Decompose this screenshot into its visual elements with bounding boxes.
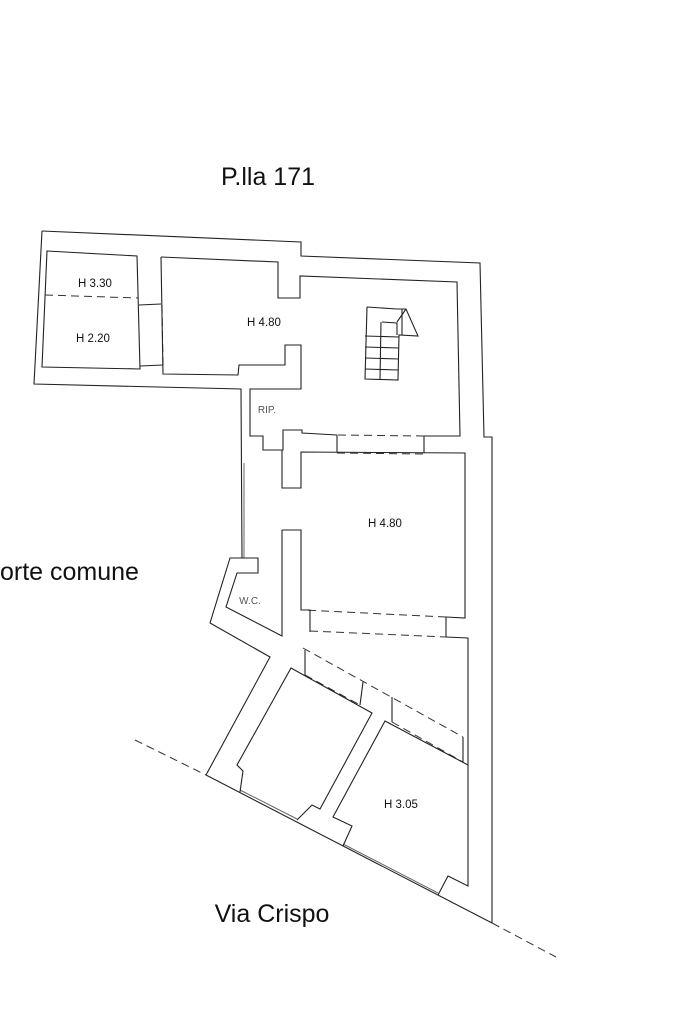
room-height-label: H 4.80 — [247, 317, 281, 329]
wc-label: W.C. — [239, 596, 261, 607]
room-wc — [225, 530, 283, 637]
street-axis-left — [134, 739, 207, 776]
room-height-label: H 4.80 — [368, 518, 402, 530]
room-front-left — [236, 667, 373, 821]
staircase-icon — [364, 306, 419, 381]
room-lower — [281, 450, 466, 619]
street-label: Via Crispo — [215, 900, 330, 928]
room-upper — [160, 256, 461, 437]
window — [342, 843, 439, 894]
room-storage — [41, 250, 141, 370]
height-divider — [44, 294, 139, 299]
rip-label: RIP. — [258, 405, 276, 416]
room-height-label: H 2.20 — [76, 333, 110, 345]
parcel-label: P.lla 171 — [221, 163, 315, 191]
courtyard-label: orte comune — [0, 558, 139, 586]
room-front-right — [332, 720, 469, 847]
street-axis-right — [491, 922, 557, 958]
outer-wall-left — [33, 230, 271, 776]
room-height-label: H 3.05 — [384, 799, 418, 811]
street-facade — [205, 774, 493, 924]
room-height-label: H 3.30 — [78, 278, 112, 290]
outer-wall — [41, 230, 493, 923]
window — [239, 789, 298, 820]
